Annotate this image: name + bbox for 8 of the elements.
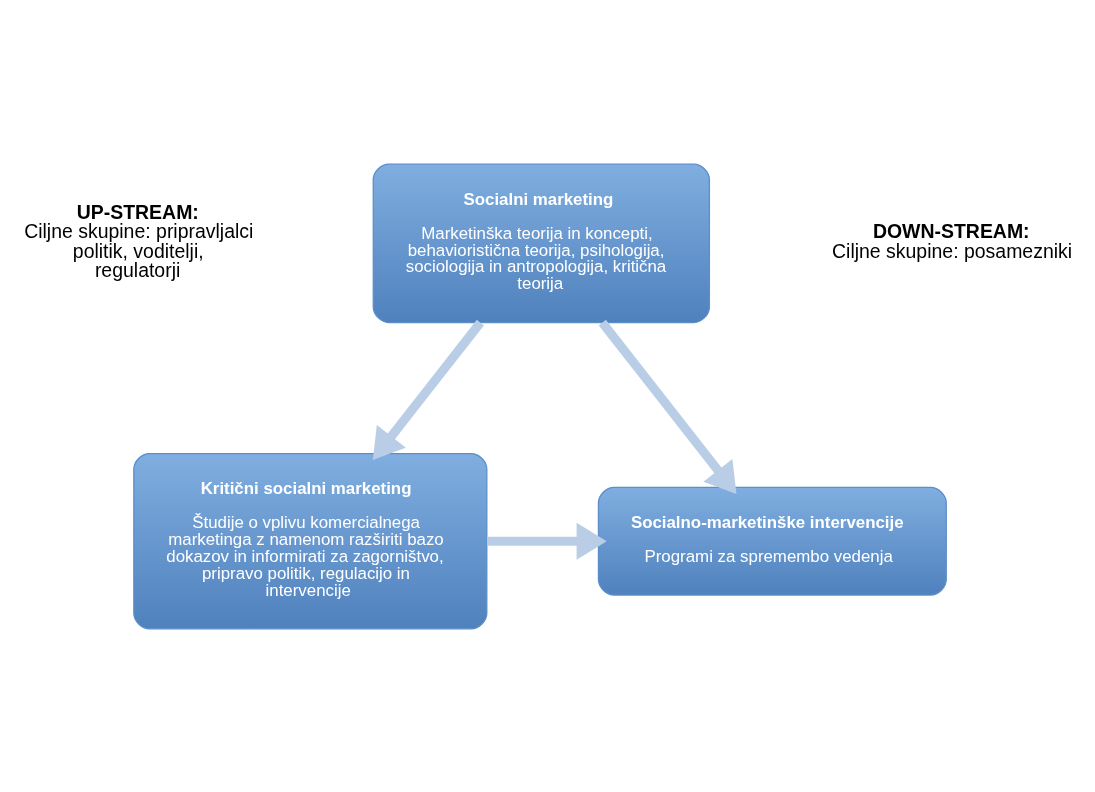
node-box: Socialni marketing Marketinška teorija in koncepti, behavioristična teorija, psihologija, sociologija in antropologija, kritična teorija bbox=[372, 163, 711, 323]
label: DOWN-STREAM: bbox=[872, 219, 1030, 242]
arrow bbox=[487, 522, 607, 560]
arrow bbox=[372, 319, 484, 460]
label: Ciljne skupine: posamezniki bbox=[832, 239, 1073, 262]
node-box: Kritični socialni marketing Študije o vplivu komercialnega marketinga z namenom razširiti bazo dokazov in informirati za zagorništvo, pripravo politik, regulacijo in intervencije bbox=[133, 452, 488, 629]
node-box: Socialno-marketinške intervencije Programi za spremembo vedenja bbox=[597, 486, 947, 596]
arrow bbox=[598, 319, 737, 494]
